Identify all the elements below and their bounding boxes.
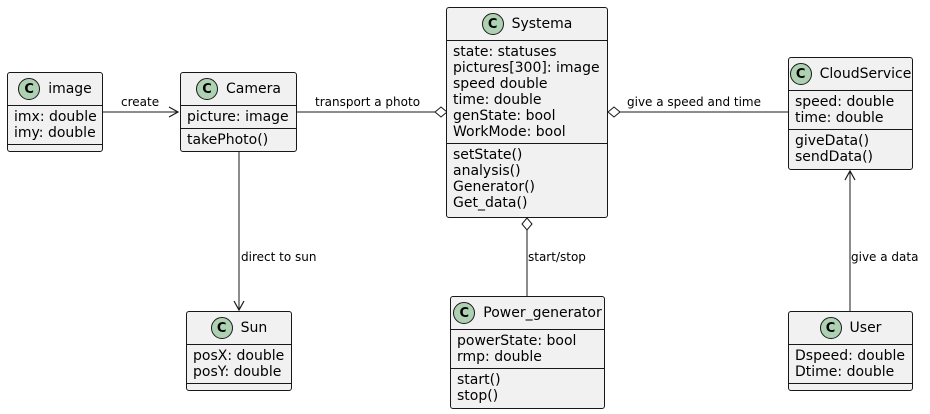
attribute: time: double [453, 92, 542, 108]
class-header: C image [8, 73, 102, 106]
edge-label-direct-sun: direct to sun [241, 250, 316, 264]
class-header: C Sun [187, 312, 291, 345]
method-section: giveData() sendData() [789, 130, 912, 168]
method: stop() [457, 388, 499, 404]
aggregation-diamond-speed-time [607, 106, 621, 118]
attribute-section: imx: double imy: double [8, 106, 102, 145]
attribute: state: statuses [453, 44, 557, 60]
class-power-generator: C Power_generator powerState: bool rmp: … [450, 296, 605, 409]
class-name: User [849, 320, 882, 336]
edge-label-transport: transport a photo [315, 95, 420, 109]
class-name: image [48, 81, 92, 97]
class-name: Systema [511, 16, 573, 32]
method: Get_data() [453, 195, 528, 211]
class-name: Power_generator [483, 305, 602, 321]
class-image: C image imx: double imy: double [7, 72, 103, 152]
attribute-section: state: statuses pictures[300]: image spe… [447, 41, 607, 144]
attribute: WorkMode: bool [453, 124, 566, 140]
class-user: C User Dspeed: double Dtime: double [788, 311, 913, 391]
class-sun: C Sun posX: double posY: double [186, 311, 292, 391]
class-systema: C Systema state: statuses pictures[300]:… [446, 7, 608, 218]
attribute-section: Dspeed: double Dtime: double [789, 345, 912, 384]
attribute: powerState: bool [457, 333, 577, 349]
edge-label-create: create [121, 95, 159, 109]
attribute-section: powerState: bool rmp: double [451, 330, 604, 369]
edge-label-give-data: give a data [851, 250, 918, 264]
class-c-icon: C [196, 78, 219, 100]
method: sendData() [795, 149, 874, 165]
method: start() [457, 372, 501, 388]
method-section [187, 384, 291, 390]
class-name: CloudService [819, 66, 912, 82]
attribute: time: double [795, 110, 884, 126]
edge-label-start-stop: start/stop [528, 250, 586, 264]
class-c-icon: C [453, 302, 476, 324]
method: giveData() [795, 133, 870, 149]
class-c-icon: C [819, 317, 842, 339]
class-c-icon: C [481, 13, 504, 35]
class-header: C Power_generator [451, 297, 604, 330]
class-header: C Systema [447, 8, 607, 41]
class-name: Camera [226, 81, 281, 97]
method: Generator() [453, 179, 536, 195]
class-header: C User [789, 312, 912, 345]
attribute: speed double [453, 76, 548, 92]
attribute: speed: double [795, 94, 895, 110]
attribute-section: picture: image [181, 106, 296, 129]
attribute: Dtime: double [795, 364, 895, 380]
class-name: Sun [240, 320, 268, 336]
attribute: Dspeed: double [795, 348, 905, 364]
method-section [8, 145, 102, 151]
class-camera: C Camera picture: image takePhoto() [180, 72, 297, 152]
class-header: C CloudService [789, 58, 912, 91]
attribute-section: posX: double posY: double [187, 345, 291, 384]
method-section: takePhoto() [181, 129, 296, 151]
class-c-icon: C [789, 63, 812, 85]
method: takePhoto() [187, 132, 269, 148]
attribute: pictures[300]: image [453, 60, 600, 76]
class-c-icon: C [18, 78, 41, 100]
attribute: imy: double [14, 125, 96, 141]
attribute: posX: double [193, 348, 285, 364]
method: setState() [453, 147, 523, 163]
attribute: genState: bool [453, 108, 556, 124]
edge-label-speed-time: give a speed and time [627, 95, 761, 109]
method-section [789, 384, 912, 390]
method-section: setState() analysis() Generator() Get_da… [447, 144, 607, 214]
attribute: imx: double [14, 109, 97, 125]
method: analysis() [453, 163, 521, 179]
class-cloudservice: C CloudService speed: double time: doubl… [788, 57, 913, 170]
aggregation-diamond-start-stop [521, 217, 533, 231]
class-header: C Camera [181, 73, 296, 106]
method-section: start() stop() [451, 369, 604, 407]
attribute: rmp: double [457, 349, 542, 365]
attribute: picture: image [187, 109, 289, 125]
attribute-section: speed: double time: double [789, 91, 912, 130]
aggregation-diamond-transport [434, 106, 448, 118]
attribute: posY: double [193, 364, 282, 380]
class-c-icon: C [210, 317, 233, 339]
